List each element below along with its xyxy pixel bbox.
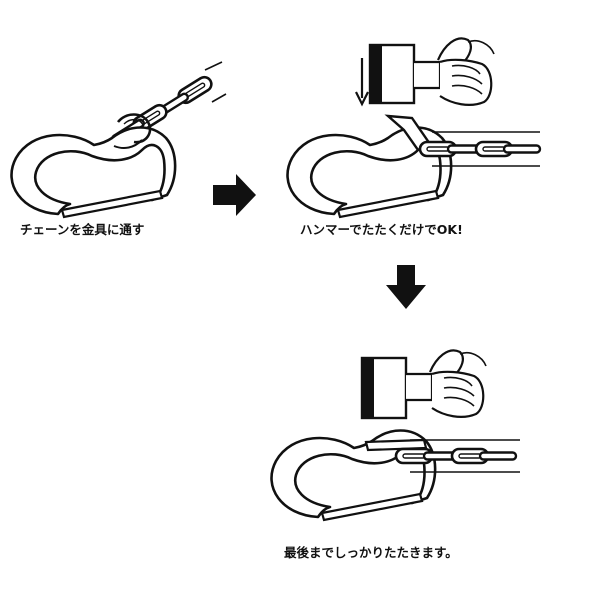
step3-caption: 最後までしっかりたたきます。 (284, 545, 458, 560)
step2-caption: ハンマーでたたくだけでOK! (300, 222, 463, 237)
step3-hand (428, 349, 487, 418)
step3-chain (394, 439, 520, 473)
step2-hammer (355, 43, 442, 107)
step3-illustration (270, 349, 520, 522)
arrow-down (386, 265, 426, 309)
step2-hook (286, 126, 453, 219)
step1-hook (10, 126, 177, 219)
step3-hammer (360, 356, 434, 420)
step1-illustration (10, 61, 227, 219)
step2-chain (418, 131, 542, 167)
step2-hand (436, 37, 495, 106)
step1-end-link (116, 113, 152, 144)
arrow-right (213, 174, 256, 216)
step3-hook (270, 429, 437, 522)
step1-chain (109, 61, 227, 145)
step1-caption: チェーンを金具に通す (20, 222, 145, 237)
step2-illustration (286, 37, 542, 219)
